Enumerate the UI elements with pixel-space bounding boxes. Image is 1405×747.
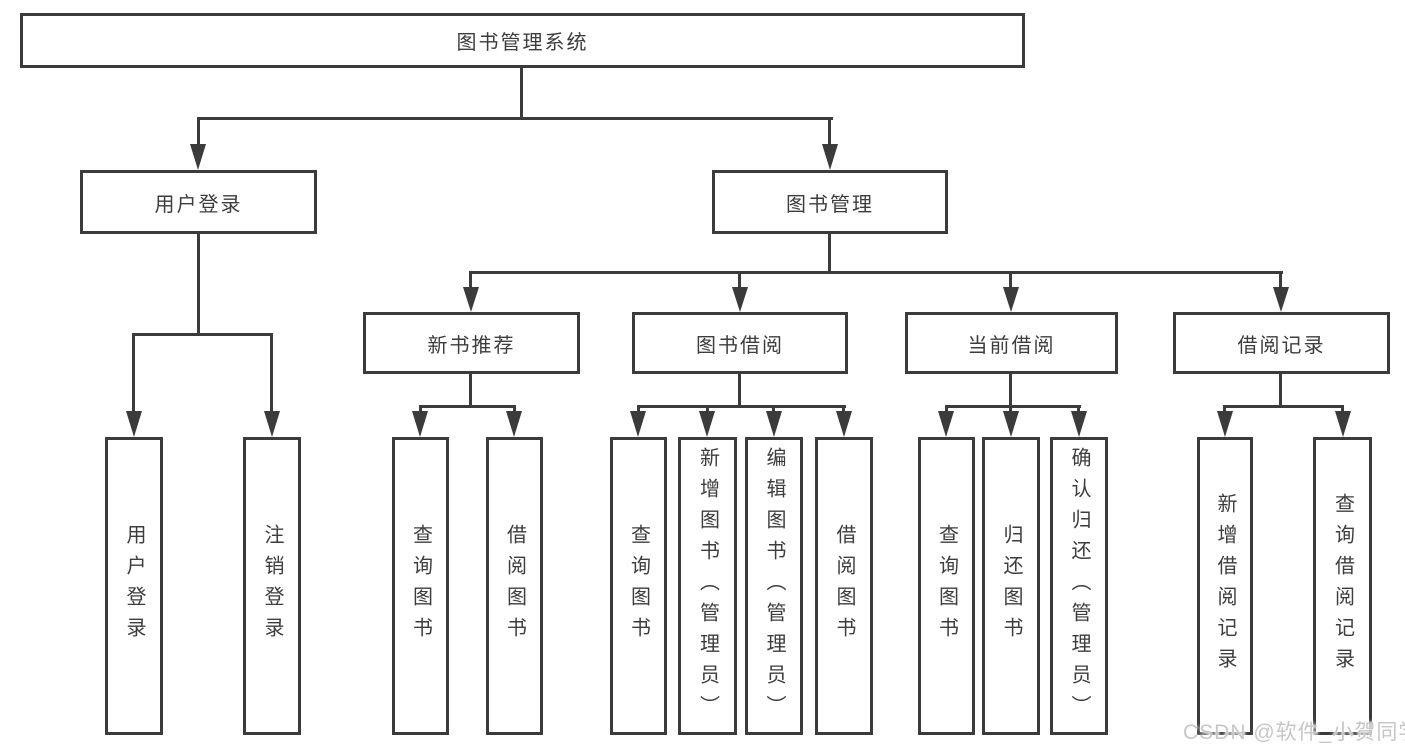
node-borrowing-records: 借阅记录: [1173, 312, 1390, 374]
connector-line: [1009, 405, 1012, 413]
node-label: 归还图书: [1000, 524, 1022, 648]
node-label: 借阅图书: [503, 524, 526, 648]
node-label: 查询图书: [627, 524, 650, 648]
connector-line: [270, 333, 273, 413]
leaf-user-login: 用户登录: [105, 437, 163, 735]
arrow-down-icon: [732, 287, 748, 312]
connector-line: [419, 405, 516, 408]
arrow-down-icon: [1003, 411, 1019, 437]
connector-line: [945, 405, 948, 413]
node-book-borrowing: 图书借阅: [632, 312, 848, 374]
leaf-confirm-return-admin: 确认归还（管理员）: [1050, 437, 1108, 735]
node-label: 查询图书: [409, 524, 432, 648]
connector-line: [945, 405, 1081, 408]
node-label: 编辑图书（管理员）: [763, 446, 785, 726]
connector-line: [197, 117, 833, 120]
leaf-add-books-admin: 新增图书（管理员）: [678, 437, 737, 735]
node-book-management-system: 图书管理系统: [20, 13, 1025, 68]
arrow-down-icon: [264, 411, 280, 437]
connector-line: [828, 117, 831, 147]
arrow-down-icon: [1003, 287, 1019, 312]
connector-line: [197, 232, 200, 335]
connector-line: [469, 271, 472, 288]
node-label: 图书管理系统: [456, 32, 589, 54]
node-label: 当前借阅: [967, 334, 1056, 357]
connector-line: [706, 405, 709, 413]
node-label: 新增借阅记录: [1214, 493, 1236, 679]
leaf-return-books: 归还图书: [982, 437, 1040, 735]
connector-line: [513, 405, 516, 413]
node-label: 查询图书: [935, 524, 958, 648]
node-new-book-recommend: 新书推荐: [363, 312, 580, 374]
node-current-borrowing: 当前借阅: [905, 312, 1118, 374]
arrow-down-icon: [836, 411, 852, 437]
node-label: 新书推荐: [427, 334, 516, 357]
node-label: 查询借阅记录: [1331, 493, 1354, 679]
leaf-query-books-borrowing: 查询图书: [610, 437, 667, 735]
arrow-down-icon: [938, 411, 954, 437]
leaf-query-books-current: 查询图书: [918, 437, 975, 735]
node-label: 新增图书（管理员）: [696, 446, 719, 726]
connector-line: [469, 372, 472, 407]
leaf-logout: 注销登录: [243, 437, 301, 735]
watermark: CSDN @软件_小贺同学: [1183, 721, 1405, 744]
connector-line: [1009, 372, 1012, 407]
arrow-down-icon: [463, 287, 479, 312]
node-book-management: 图书管理: [712, 170, 948, 234]
connector-line: [1223, 405, 1226, 413]
arrow-down-icon: [766, 411, 782, 437]
connector-line: [133, 333, 273, 336]
connector-line: [1279, 271, 1282, 288]
connector-line: [132, 333, 135, 413]
connector-line: [1077, 405, 1080, 413]
connector-line: [469, 271, 1283, 274]
arrow-down-icon: [699, 411, 715, 437]
node-label: 借阅记录: [1237, 334, 1326, 357]
connector-line: [842, 405, 845, 413]
arrow-down-icon: [822, 144, 838, 170]
connector-line: [772, 405, 775, 413]
arrow-down-icon: [126, 411, 142, 437]
connector-line: [637, 405, 640, 413]
connector-line: [637, 405, 846, 408]
node-label: 用户登录: [123, 524, 145, 648]
leaf-edit-books-admin: 编辑图书（管理员）: [745, 437, 803, 735]
node-user-login: 用户登录: [80, 170, 317, 234]
node-label: 图书借阅: [696, 334, 784, 357]
arrow-down-icon: [412, 411, 428, 437]
leaf-query-books-recommend: 查询图书: [392, 437, 449, 735]
leaf-query-borrow-record: 查询借阅记录: [1313, 437, 1372, 735]
leaf-borrow-books-borrowing: 借阅图书: [815, 437, 873, 735]
arrow-down-icon: [1217, 411, 1233, 437]
connector-line: [1341, 405, 1344, 413]
arrow-down-icon: [630, 411, 646, 437]
leaf-add-borrow-record: 新增借阅记录: [1197, 437, 1253, 735]
node-label: 确认归还（管理员）: [1068, 446, 1090, 726]
arrow-down-icon: [1273, 287, 1289, 312]
arrow-down-icon: [1071, 411, 1087, 437]
node-label: 借阅图书: [833, 524, 855, 648]
connector-line: [738, 271, 741, 288]
connector-line: [1009, 271, 1012, 288]
node-label: 图书管理: [786, 193, 874, 216]
node-label: 注销登录: [261, 524, 283, 648]
connector-line: [1279, 372, 1282, 407]
arrow-down-icon: [506, 411, 522, 437]
connector-line: [828, 232, 831, 273]
node-label: 用户登录: [154, 193, 243, 216]
connector-line: [197, 117, 200, 147]
arrow-down-icon: [190, 144, 206, 170]
connector-line: [738, 372, 741, 407]
leaf-borrow-books-recommend: 借阅图书: [486, 437, 543, 735]
connector-line: [520, 66, 523, 119]
connector-line: [1223, 405, 1344, 408]
connector-line: [419, 405, 422, 413]
arrow-down-icon: [1335, 411, 1351, 437]
